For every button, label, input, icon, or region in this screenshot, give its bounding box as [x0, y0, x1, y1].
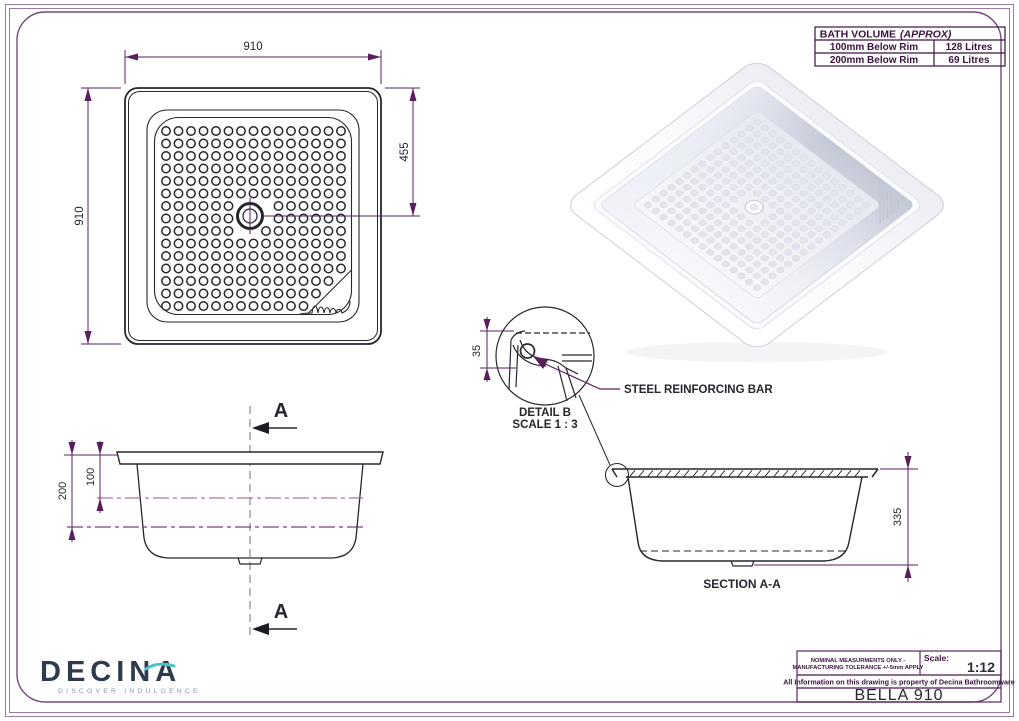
iso-drain-channels [879, 186, 899, 224]
iso-anti-slip-dots [644, 119, 870, 291]
steel-bar-leader [533, 356, 620, 390]
detail-leader-line [578, 394, 611, 466]
product-name: BELLA 910 [854, 687, 943, 704]
corner-chamfer [306, 269, 352, 315]
dim-910-top [124, 50, 382, 84]
dim-35-label: 35 [471, 345, 483, 357]
section-letter: A [274, 601, 288, 623]
iso-drain [744, 199, 764, 215]
brand-swoosh-icon [144, 662, 176, 671]
iso-render [570, 63, 944, 362]
front-view: 200 100 A A [57, 400, 384, 635]
dim-910-left [81, 87, 121, 345]
dim-35 [480, 317, 516, 382]
detail-caption-2: SCALE 1 : 3 [512, 419, 577, 431]
table-row-label: 100mm Below Rim [830, 42, 918, 53]
table-row-label: 200mm Below Rim [830, 55, 918, 66]
table-title: BATH VOLUME [820, 29, 896, 41]
drain-plan [236, 198, 264, 234]
detail-view: 35 STEEL REINFORCING BAR DETAIL B SCALE … [471, 306, 773, 466]
anti-slip-dots [161, 126, 346, 311]
dim-335 [754, 452, 918, 582]
dim-100 [96, 441, 104, 513]
section-caption: SECTION A-A [703, 577, 781, 591]
plan-view: 910 910 455 [74, 41, 420, 345]
dim-455-label: 455 [399, 142, 411, 161]
page-border [5, 4, 1014, 717]
tolerance-note-line2: MANUFACTURING TOLERANCE +/-5mm APPLY [792, 665, 923, 671]
dim-335-label: 335 [892, 508, 904, 526]
title-block: NOMINAL MEASURMENTS ONLY - MANUFACTURING… [783, 650, 1015, 704]
dim-200 [64, 440, 118, 542]
rim-hatch [629, 470, 861, 477]
section-marker-top: A [252, 400, 297, 434]
detail-caption-1: DETAIL B [519, 407, 571, 419]
dim-455 [263, 87, 420, 217]
dim-200-label: 200 [57, 482, 69, 500]
brand-name: DECINA [40, 656, 181, 688]
bath-volume-table: BATH VOLUME (APPROX) 100mm Below Rim 128… [814, 26, 1006, 67]
brand-tagline: DISCOVER INDULGENCE [58, 688, 201, 695]
scale-label: Scale: [924, 653, 949, 663]
dim-910-left-label: 910 [74, 206, 86, 225]
section-view: 335 SECTION A-A [604, 452, 918, 591]
section-marker-bottom: A [252, 601, 297, 635]
detail-geometry [508, 330, 592, 402]
detail-callout-circle [604, 462, 630, 488]
drain-boss [237, 557, 263, 565]
steel-bar-callout: STEEL REINFORCING BAR [624, 384, 773, 396]
section-letter: A [274, 400, 288, 422]
table-row-value: 128 Litres [946, 42, 993, 53]
table-row-value: 69 Litres [948, 55, 990, 66]
table-title-note: (APPROX) [900, 29, 952, 41]
drain-boss-section [730, 560, 755, 567]
property-note: All Information on this drawing is prope… [783, 678, 1015, 687]
drain-channels [299, 300, 351, 315]
scale-value: 1:12 [967, 659, 995, 675]
brand-logo: DECINA DISCOVER INDULGENCE [40, 656, 201, 695]
dim-100-label: 100 [85, 468, 97, 486]
dim-910-top-label: 910 [243, 41, 262, 53]
tolerance-note-line1: NOMINAL MEASURMENTS ONLY - [811, 658, 906, 664]
